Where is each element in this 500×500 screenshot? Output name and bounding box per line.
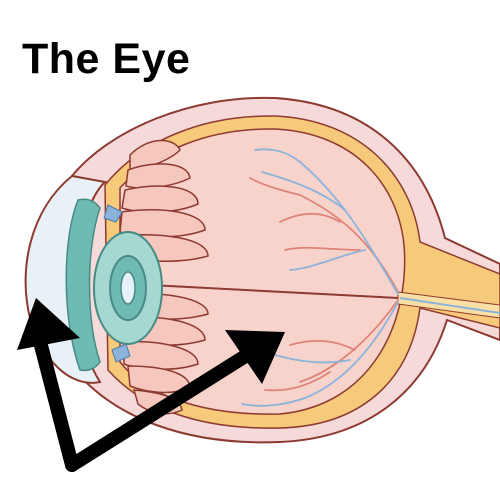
annotation-arrows [17, 298, 285, 472]
iris [65, 198, 101, 372]
page-title: The Eye [22, 35, 191, 83]
arrowhead-cornea [17, 298, 80, 350]
arrowhead-retina [225, 330, 285, 384]
arrow-pointing-to-cornea [30, 323, 79, 472]
iris-muscle-upper [103, 204, 123, 223]
blood-vessels-red [249, 177, 399, 392]
iris-muscle-lower [111, 343, 131, 363]
optic-nerve-line [399, 297, 500, 314]
arrow-pointing-to-retina [65, 343, 262, 472]
visual-axis-line [149, 284, 399, 299]
blood-vessels-blue [241, 148, 399, 407]
lens-nucleus [120, 271, 136, 305]
